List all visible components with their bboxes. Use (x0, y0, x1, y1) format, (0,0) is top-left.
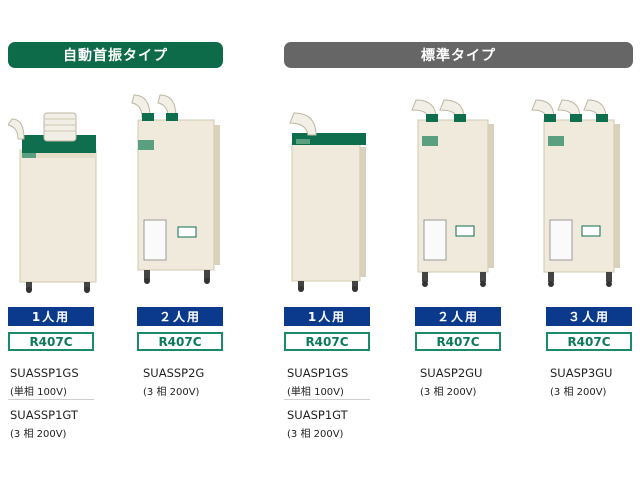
power-spec: (3 相 200V) (287, 429, 344, 440)
model-name: SUASP1GS (287, 366, 349, 380)
capacity-badge: ３人用 (546, 307, 632, 326)
refrigerant-badge: R407C (137, 332, 223, 351)
divider (284, 399, 370, 400)
refrigerant-badge: R407C (8, 332, 94, 351)
product-image-suassp1gs (8, 105, 108, 295)
capacity-badge: 1人用 (8, 307, 94, 326)
power-spec: (3 相 200V) (420, 387, 477, 398)
power-spec: (単相 100V) (287, 387, 344, 398)
product-image-suasp3gu (520, 98, 630, 295)
model-name: SUASSP1GT (10, 408, 78, 422)
model-name: SUASP3GU (550, 366, 613, 380)
refrigerant-badge: R407C (546, 332, 632, 351)
refrigerant-badge: R407C (284, 332, 370, 351)
capacity-badge: ２人用 (415, 307, 501, 326)
refrigerant-badge: R407C (415, 332, 501, 351)
power-spec: (3 相 200V) (10, 429, 67, 440)
power-spec: (3 相 200V) (143, 387, 200, 398)
power-spec: (単相 100V) (10, 387, 67, 398)
product-image-suasp1gs (282, 105, 382, 295)
power-spec: (3 相 200V) (550, 387, 607, 398)
model-name: SUASP2GU (420, 366, 483, 380)
capacity-badge: ２人用 (137, 307, 223, 326)
model-name: SUASP1GT (287, 408, 348, 422)
product-image-suassp2g (130, 85, 230, 295)
model-name: SUASSP2G (143, 366, 205, 380)
group-header-auto-swing: 自動首振タイプ (8, 42, 223, 68)
divider (8, 399, 94, 400)
capacity-badge: 1人用 (284, 307, 370, 326)
model-name: SUASSP1GS (10, 366, 79, 380)
group-header-standard: 標準タイプ (284, 42, 633, 68)
product-image-suasp2gu (400, 98, 500, 295)
